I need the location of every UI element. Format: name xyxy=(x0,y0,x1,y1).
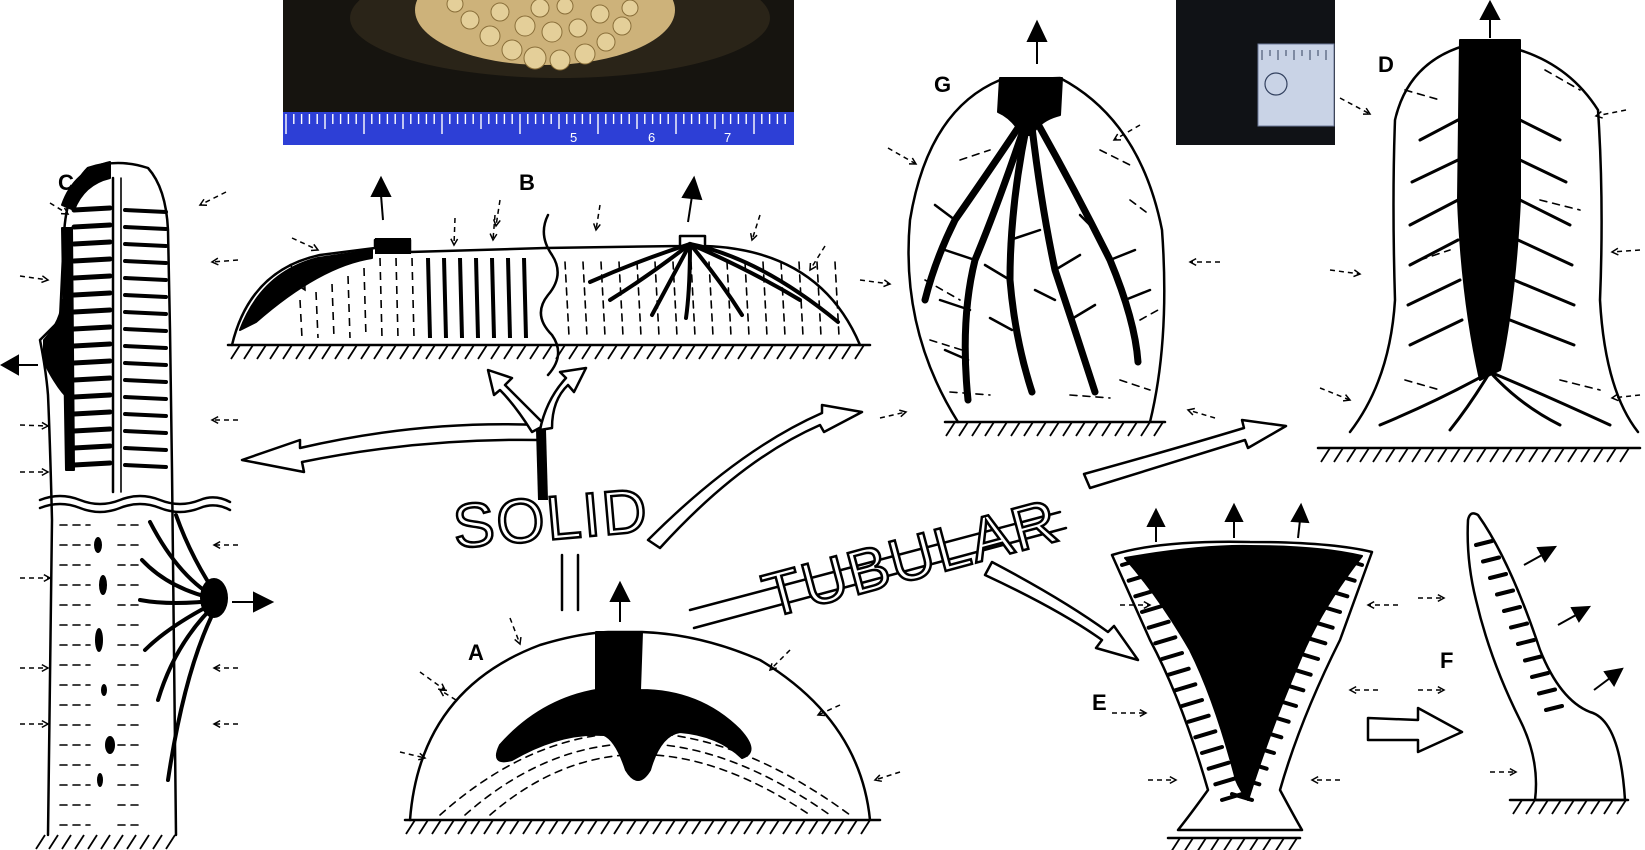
ruler-number-6: 6 xyxy=(648,130,655,145)
figure-f-canals xyxy=(1476,541,1562,710)
scale-photo xyxy=(1176,0,1335,145)
exhalant-arrow-g xyxy=(1028,22,1046,64)
ruler-number-7: 7 xyxy=(724,130,731,145)
arrow-to-c xyxy=(242,424,540,472)
label-e: E xyxy=(1092,690,1107,715)
figure-e-substrate xyxy=(1171,838,1297,850)
arrow-to-e xyxy=(985,562,1138,660)
figure-c-spicules xyxy=(94,537,115,787)
label-d: D xyxy=(1378,52,1394,77)
category-solid: SOLID xyxy=(450,476,651,562)
figure-e xyxy=(1112,542,1372,850)
label-g: G xyxy=(934,72,951,97)
figure-c-canals xyxy=(74,208,166,467)
exhalant-arrow-d xyxy=(1481,2,1499,38)
inhalant-arrows xyxy=(20,98,1640,783)
ruler-number-5: 5 xyxy=(570,130,577,145)
figure-b xyxy=(228,215,870,375)
exhalant-arrow-e2 xyxy=(1226,505,1242,538)
exhalant-arrow-f3 xyxy=(1594,669,1622,690)
exhalant-arrow-f2 xyxy=(1558,607,1589,625)
sponge-photo: 5 6 7 xyxy=(283,0,794,145)
figure-g xyxy=(909,78,1165,436)
arrow-to-f xyxy=(1368,708,1462,752)
label-f: F xyxy=(1440,648,1453,673)
arrow-to-g xyxy=(648,405,862,548)
figure-c-inhalant-canals xyxy=(140,515,220,780)
exhalant-arrow-a xyxy=(611,583,629,622)
exhalant-arrow-f1 xyxy=(1524,547,1555,565)
exhalant-arrow-e3 xyxy=(1292,505,1308,538)
figure-b-radiating-canals xyxy=(590,244,838,322)
exhalant-arrow-b1 xyxy=(372,178,390,220)
label-b: B xyxy=(519,170,535,195)
exhalant-arrow-e1 xyxy=(1148,510,1164,542)
exhalant-arrow-c-left xyxy=(2,356,38,374)
label-c: C xyxy=(58,170,74,195)
arrow-to-d xyxy=(1084,420,1286,488)
exhalant-arrow-b2 xyxy=(683,178,701,222)
figure-d xyxy=(1318,40,1640,462)
figure-c xyxy=(36,162,230,849)
label-a: A xyxy=(468,640,484,665)
figure-g-substrate xyxy=(946,422,1163,436)
figure-f-substrate xyxy=(1513,800,1626,814)
figure-b-substrate xyxy=(231,345,864,359)
exhalant-arrow-c-right xyxy=(232,593,272,611)
arrow-to-b-left xyxy=(488,370,545,432)
arrow-to-b-right xyxy=(540,368,586,430)
figure-d-substrate xyxy=(1321,448,1629,462)
category-tubular: TUBULAR xyxy=(756,486,1067,631)
figure-a-substrate xyxy=(406,820,870,834)
